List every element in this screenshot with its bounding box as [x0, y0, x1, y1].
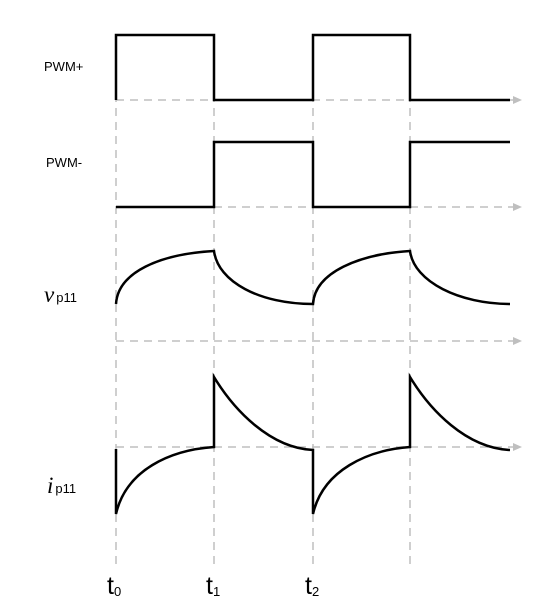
- time-label-subscript: 1: [212, 584, 221, 599]
- time-axes: [116, 96, 522, 451]
- i-p11-waveform: [114, 372, 511, 515]
- time-label-t2: t2: [305, 574, 319, 599]
- time-label-base: t: [206, 572, 213, 600]
- time-guides: [115, 38, 411, 570]
- time-label-t0: t0: [107, 574, 121, 599]
- time-label-subscript: 0: [113, 584, 122, 599]
- pwm-minus-waveform: [116, 140, 510, 209]
- v-symbol: v: [44, 282, 55, 307]
- time-label-base: t: [107, 572, 114, 600]
- time-label-base: t: [305, 572, 312, 600]
- time-label-t1: t1: [206, 574, 220, 599]
- v-p11-waveform: [114, 249, 511, 306]
- pwm-minus-label: PWM-: [46, 155, 83, 170]
- pwm-plus-waveform: [114, 33, 510, 102]
- v-subscript: p11: [56, 290, 77, 305]
- i-symbol: i: [47, 473, 54, 498]
- time-label-subscript: 2: [311, 584, 320, 599]
- pwm-plus-label: PWM+: [44, 59, 84, 74]
- i-subscript: p11: [55, 481, 77, 496]
